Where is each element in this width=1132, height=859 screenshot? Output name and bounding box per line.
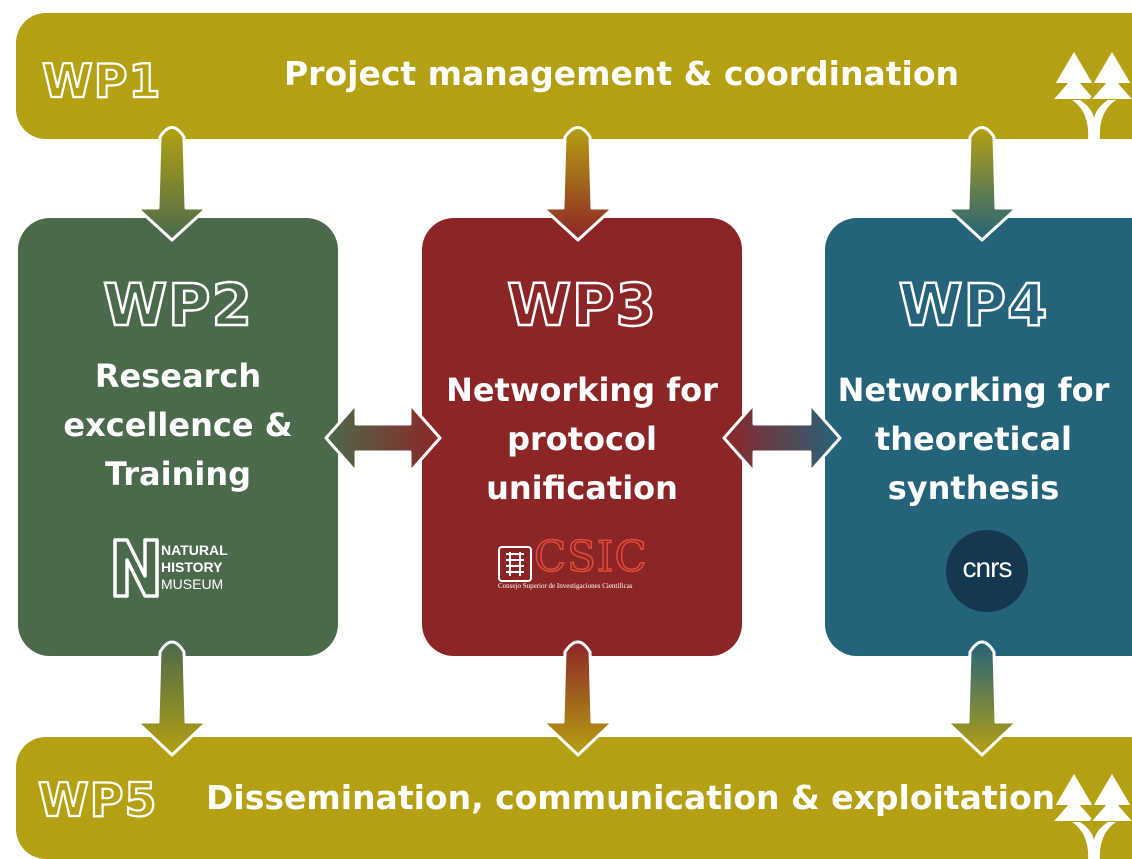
wp2-title-line: Research <box>94 357 262 395</box>
arrow-down-icon <box>135 126 209 242</box>
wp3-title: Networking for protocol unification <box>422 366 742 513</box>
wp2-title: Research excellence & Training <box>18 352 338 499</box>
wp5-tag: WP5 <box>37 773 158 827</box>
wp2-title-line: Training <box>104 455 252 493</box>
wp2-box: WP2 Research excellence & Training <box>18 218 338 656</box>
nhm-n-icon <box>113 538 159 598</box>
double-arrow-icon <box>324 402 442 474</box>
arrow-down-icon <box>541 126 615 242</box>
nhm-logo: NATURAL HISTORY MUSEUM <box>111 536 261 606</box>
csic-logo-text: CSIC <box>533 532 648 581</box>
wp3-tag: WP3 <box>506 271 657 339</box>
csic-logo-subtitle: Consejo Superior de Investigaciones Cien… <box>498 582 633 590</box>
cnrs-logo: cnrs <box>946 530 1028 612</box>
arrow-down-icon <box>541 640 615 757</box>
tree-icon <box>1049 48 1132 140</box>
arrow-down-icon <box>945 126 1019 242</box>
wp3-title-line: protocol <box>507 420 657 458</box>
wp2-tag: WP2 <box>102 271 253 339</box>
wp4-title: Networking for theoretical synthesis <box>825 366 1122 513</box>
tree-icon <box>1049 770 1132 859</box>
arrow-down-icon <box>945 640 1019 757</box>
wp3-title-line: unification <box>486 469 678 507</box>
wp5-bar: WP5 Dissemination, communication & explo… <box>16 737 1132 859</box>
wp3-box: WP3 Networking for protocol unification <box>422 218 742 656</box>
wp4-title-line: Networking for <box>837 371 1110 409</box>
wp1-tag: WP1 <box>41 54 162 108</box>
wp4-title-line: theoretical <box>874 420 1073 458</box>
cnrs-logo-text: cnrs <box>962 552 1013 583</box>
wp4-tag: WP4 <box>897 271 1049 339</box>
double-arrow-icon <box>722 402 842 474</box>
nhm-logo-line: HISTORY <box>161 559 223 575</box>
wp1-bar: WP1 Project management & coordination <box>16 13 1132 139</box>
nhm-logo-line: NATURAL <box>161 542 228 558</box>
nhm-logo-line: MUSEUM <box>161 576 224 592</box>
wp1-title: Project management & coordination <box>284 54 959 93</box>
wp4-title-line: synthesis <box>887 469 1060 507</box>
wp2-title-line: excellence & <box>63 406 293 444</box>
wp3-title-line: Networking for <box>446 371 718 409</box>
arrow-down-icon <box>135 640 209 757</box>
csic-emblem-icon <box>498 546 532 582</box>
csic-logo: CSIC Consejo Superior de Investigaciones… <box>496 535 672 594</box>
wp5-title: Dissemination, communication & exploitat… <box>206 778 1056 817</box>
